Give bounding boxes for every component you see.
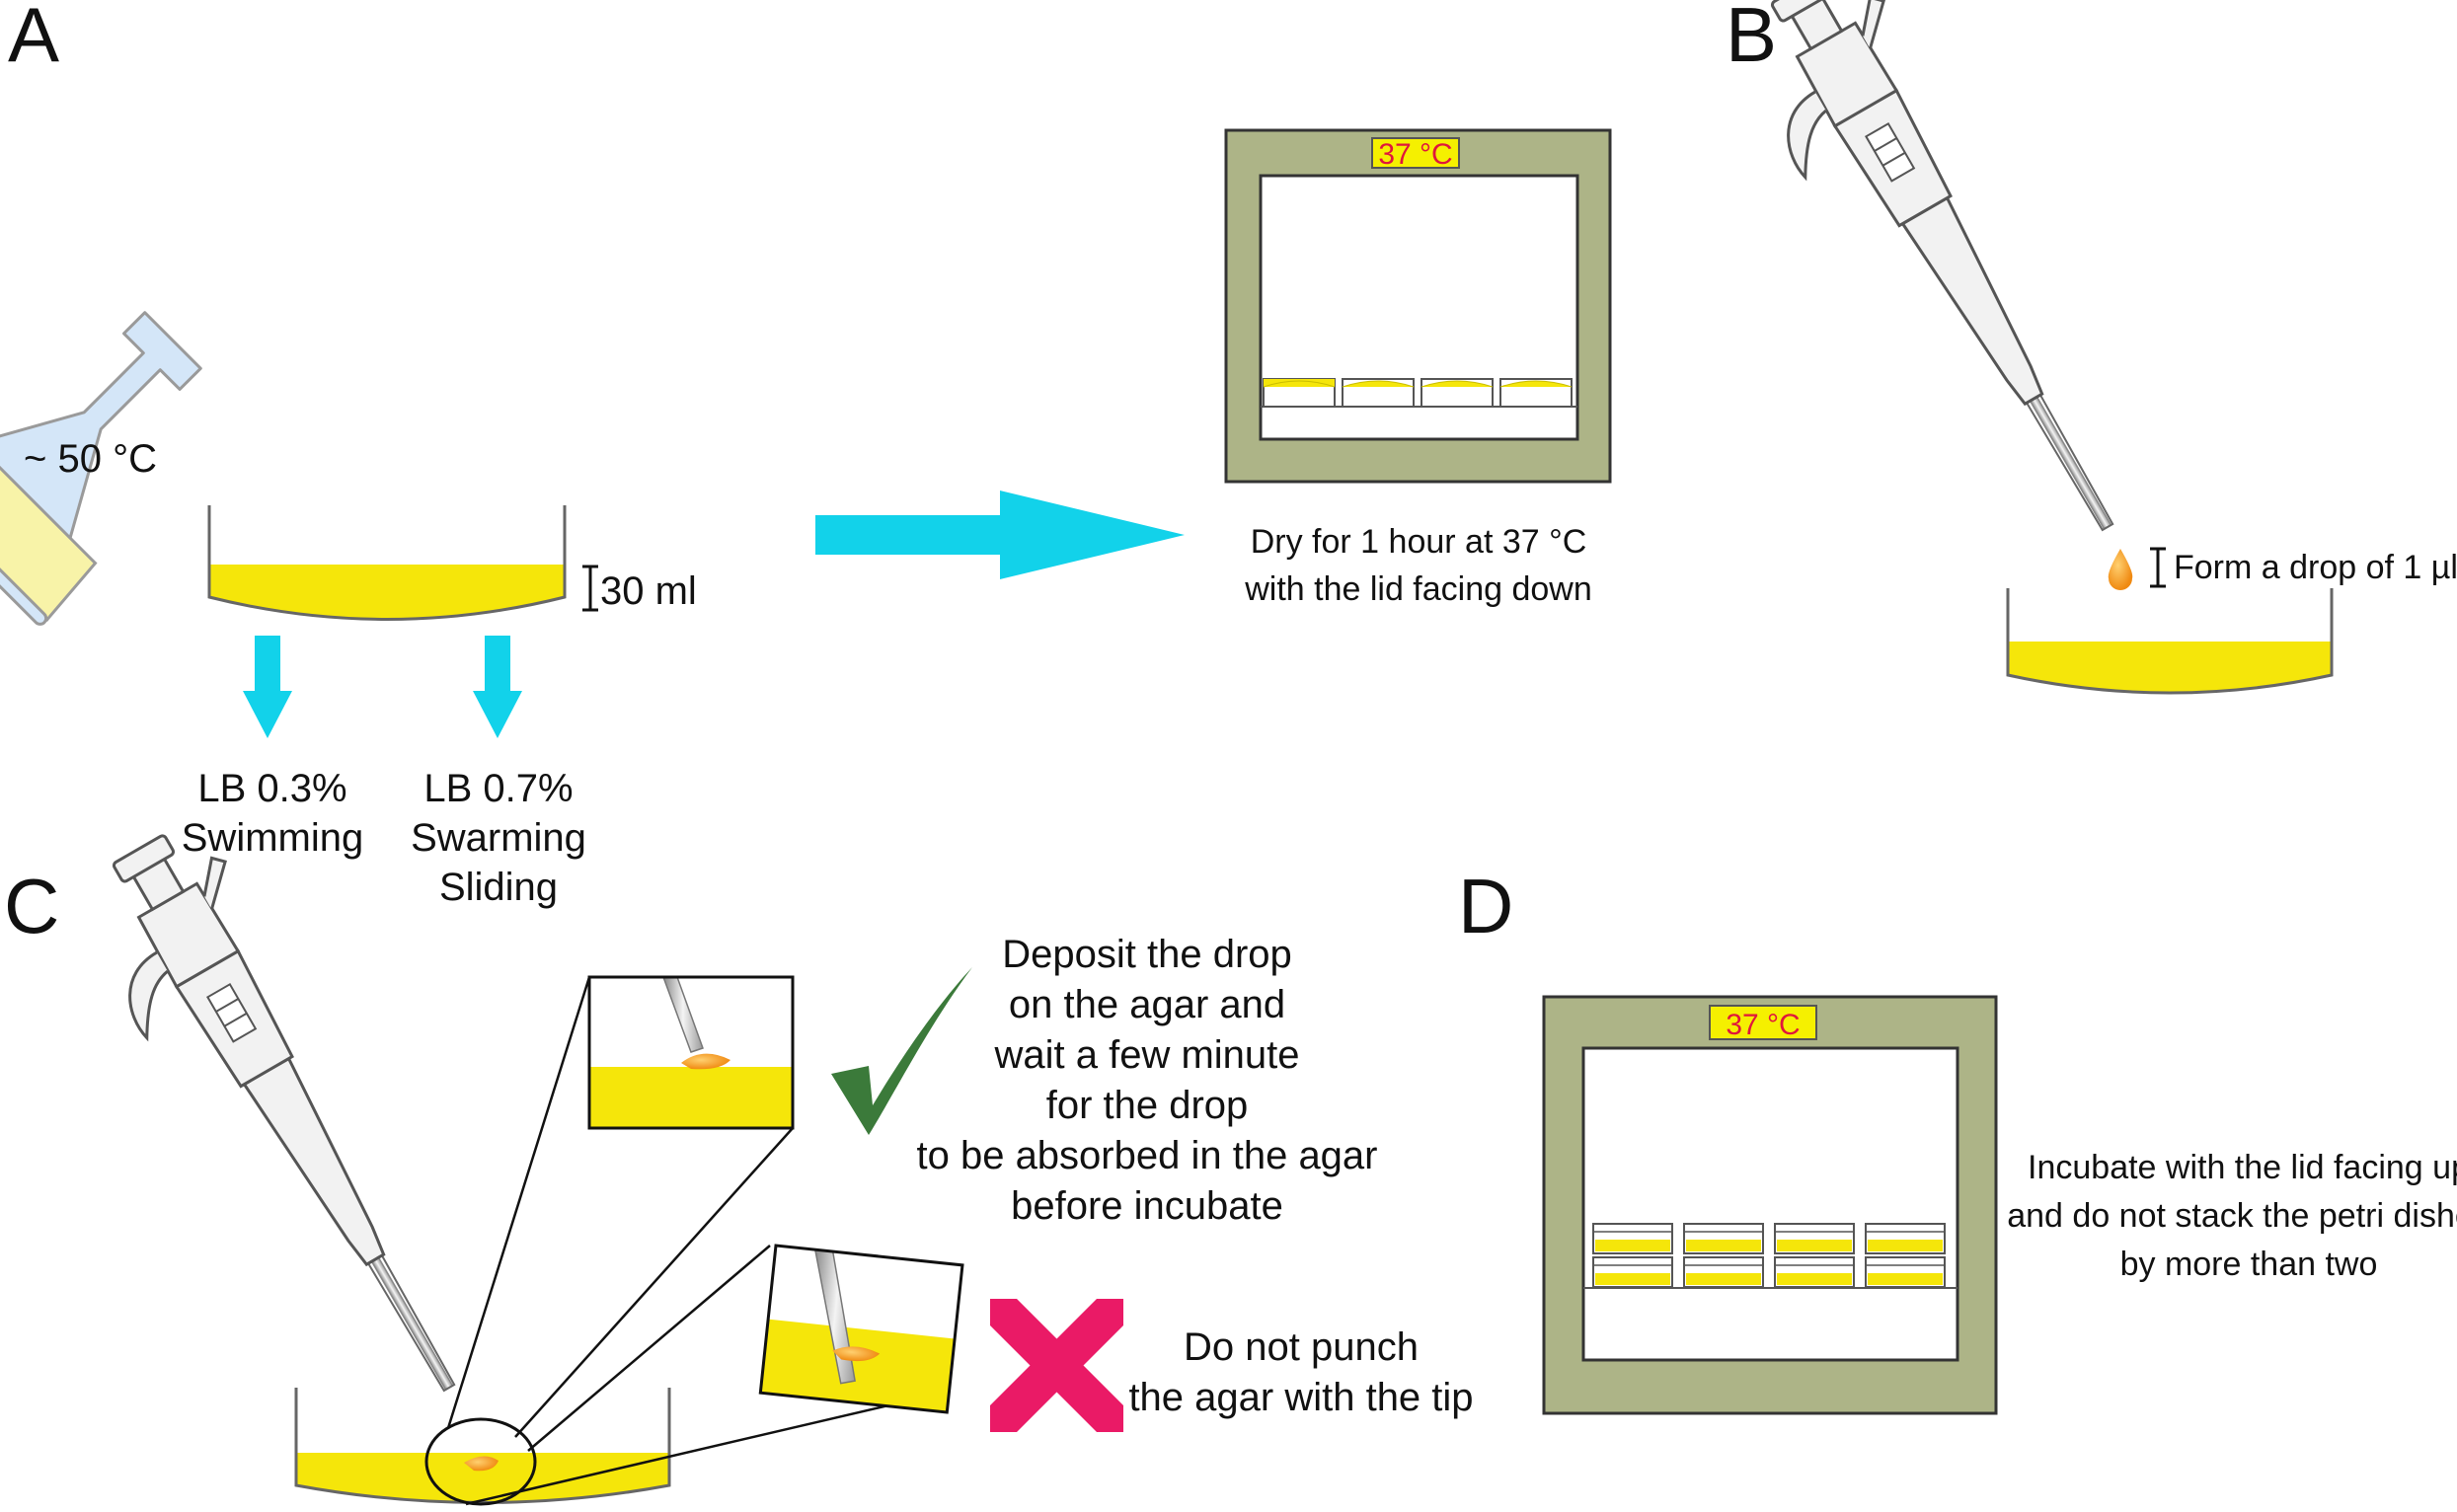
panel-a: A ~ 50 °C 30 ml LB 0.3% Swimming LB 0.7%… — [0, 0, 1612, 909]
incubate-caption-line2: and do not stack the petri dishes — [2007, 1197, 2457, 1235]
zoom-circle — [424, 1417, 537, 1506]
flask-icon — [0, 311, 202, 626]
drop-bracket — [2150, 547, 2166, 588]
volume-label: 30 ml — [600, 569, 697, 613]
drop-label: Form a drop of 1 µl — [2174, 549, 2457, 586]
panel-c: C — [4, 834, 1474, 1506]
good-line-4: for the drop — [1046, 1084, 1249, 1127]
good-line-5: to be absorbed in the agar — [916, 1134, 1377, 1177]
panel-d: D 37 °C Incubate with the lid facing up … — [1458, 863, 2457, 1415]
good-line-2: on the agar and — [1009, 983, 1285, 1026]
incubator-temperature: 37 °C — [1378, 138, 1452, 171]
bad-line-2: the agar with the tip — [1128, 1376, 1473, 1419]
panel-a-letter: A — [8, 0, 59, 78]
petri-dish — [207, 505, 567, 621]
bad-line-1: Do not punch — [1184, 1325, 1419, 1369]
arrow-down-icon — [473, 636, 522, 738]
zoom-lines — [446, 976, 949, 1506]
incubate-caption-line3: by more than two — [2120, 1246, 2378, 1283]
sliding-label: Sliding — [439, 866, 558, 909]
stacked-petri-dishes — [1592, 1223, 1946, 1288]
incubator: 37 °C — [1542, 995, 1998, 1415]
panel-c-letter: C — [4, 863, 59, 949]
swarming-medium: LB 0.7% — [423, 767, 573, 810]
checkmark-icon — [831, 967, 972, 1135]
flask-temperature: ~ 50 °C — [24, 437, 157, 481]
pipette-icon — [112, 834, 456, 1393]
incubator-display — [1371, 137, 1460, 169]
zoom-box-bad — [758, 1244, 964, 1414]
drop-icon — [464, 1456, 499, 1472]
pipette-icon — [1770, 0, 2114, 532]
zoom-box-good — [587, 975, 795, 1130]
incubator-temperature: 37 °C — [1726, 1009, 1800, 1041]
arrow-right-icon — [815, 491, 1185, 579]
swarming-label: Swarming — [411, 816, 586, 860]
arrow-down-icon — [243, 636, 292, 738]
incubate-caption-line1: Incubate with the lid facing up — [2028, 1149, 2457, 1186]
volume-bracket — [582, 565, 598, 612]
dry-caption-line1: Dry for 1 hour at 37 °C — [1251, 523, 1587, 561]
swimming-medium: LB 0.3% — [197, 767, 346, 810]
good-line-3: wait a few minute — [993, 1033, 1299, 1077]
petri-dish-row — [1263, 378, 1573, 408]
drop-icon — [2108, 549, 2133, 590]
panel-d-letter: D — [1458, 863, 1513, 949]
dry-caption-line2: with the lid facing down — [1244, 570, 1592, 608]
incubator: 37 °C — [1224, 128, 1612, 484]
good-line-1: Deposit the drop — [1002, 933, 1292, 976]
panel-b-letter: B — [1726, 0, 1777, 78]
incubator-display — [1709, 1005, 1817, 1040]
petri-dish — [294, 1388, 671, 1504]
panel-b: B Form a drop of 1 µl — [1726, 0, 2457, 695]
good-line-6: before incubate — [1011, 1184, 1283, 1228]
cross-icon — [990, 1299, 1123, 1432]
swimming-label: Swimming — [182, 816, 363, 860]
petri-dish — [2006, 588, 2334, 695]
